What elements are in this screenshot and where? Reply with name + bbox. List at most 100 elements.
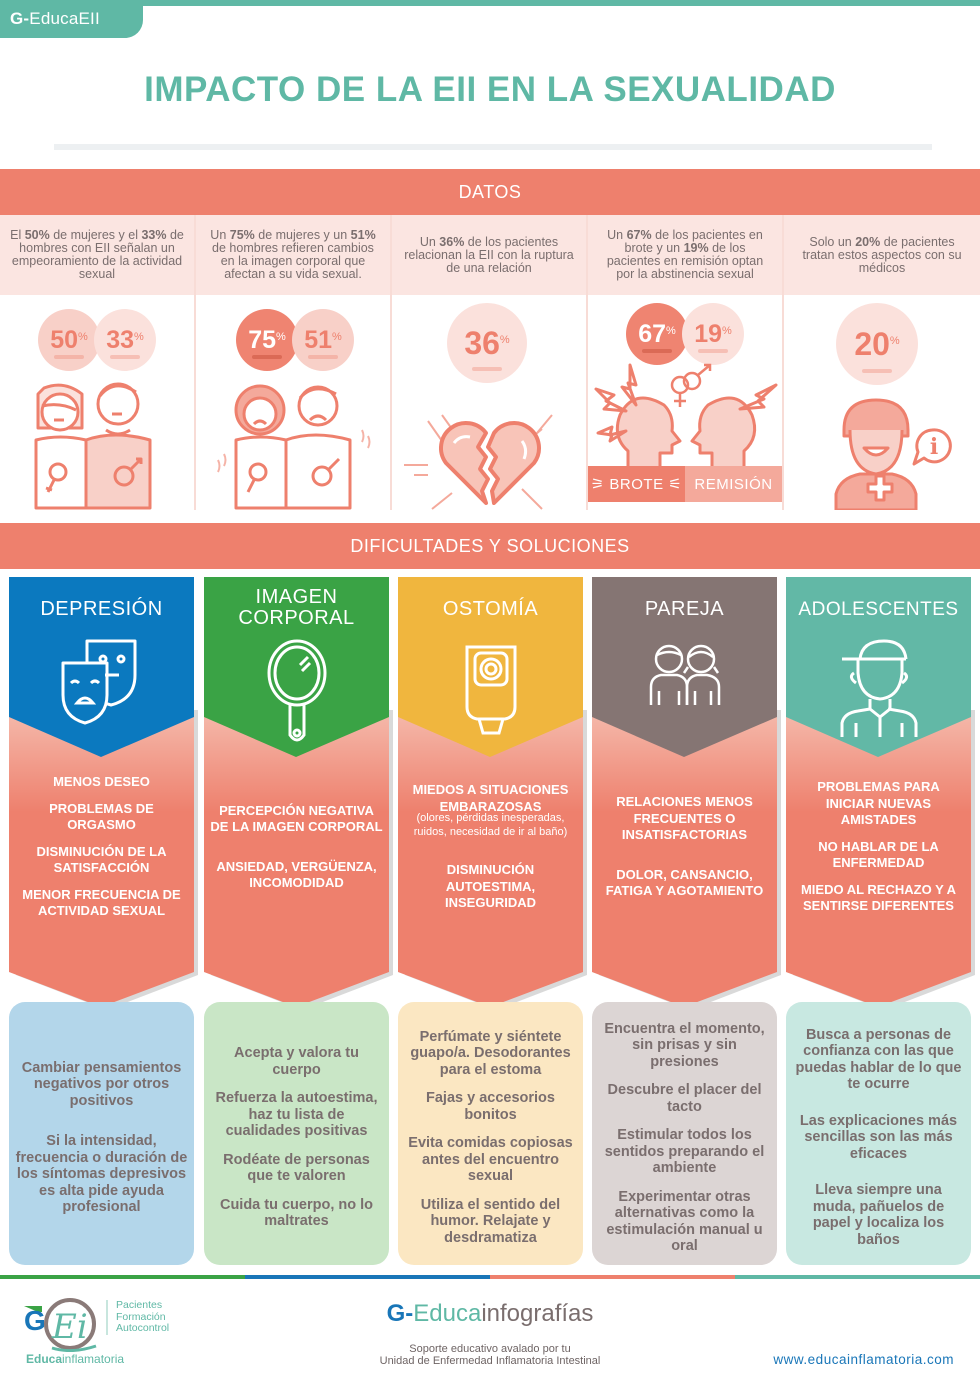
- difficulty-note: (olores, pérdidas inesperadas, ruidos, n…: [413, 812, 568, 839]
- dato-text: El 50% de mujeres y el 33% de hombres co…: [0, 215, 194, 295]
- lightning-dash-icon: ⚟: [663, 476, 683, 493]
- solutions-box: Cambiar pensamientos negativos por otros…: [9, 1002, 194, 1265]
- difficulty-item: MENOR FRECUENCIA DE ACTIVIDAD SEXUAL: [22, 886, 181, 919]
- difficulty-item: ANSIEDAD, VERGÜENZA, INCOMODIDAD: [216, 858, 377, 891]
- card-title: DEPRESIÓN: [40, 598, 163, 620]
- solution-item: Estimular todos los sentidos preparando …: [604, 1127, 765, 1176]
- difficulties-chevron: RELACIONES MENOS FRECUENTES O INSATISFAC…: [592, 707, 781, 1007]
- section-heading-datos: DATOS: [0, 169, 980, 215]
- footer-subtitle: Soporte educativo avalado por tu Unidad …: [379, 1343, 601, 1367]
- dato-item: Un 36% de los pacientes relacionan la EI…: [392, 215, 588, 510]
- solution-item: Utiliza el sentido del humor. Relajate y…: [420, 1196, 561, 1246]
- card-header: IMAGEN CORPORAL: [204, 577, 389, 757]
- solutions-box: Encuentra el momento, sin prisas y sin p…: [592, 1002, 777, 1265]
- difficulty-item: DOLOR, CANSANCIO, FATIGA Y AGOTAMIENTO: [605, 866, 764, 899]
- dato-item: Solo un 20% de pacientes tratan estos as…: [784, 215, 980, 510]
- solution-item: Cuida tu cuerpo, no lo maltrates: [219, 1196, 374, 1230]
- solution-item: Descubre el placer del tacto: [607, 1082, 762, 1115]
- difficulty-item: RELACIONES MENOS FRECUENTES O INSATISFAC…: [616, 794, 753, 843]
- theater-masks-icon: [61, 639, 136, 725]
- difficulty-item: MIEDOS A SITUACIONES EMBARAZOSAS: [412, 782, 569, 814]
- logo-taglines: Pacientes Formación Autocontrol: [106, 1299, 169, 1335]
- card-title: OSTOMÍA: [442, 598, 539, 620]
- two-heads-lightning-icon: [594, 363, 778, 475]
- card-ostomia: MIEDOS A SITUACIONES EMBARAZOSAS (olores…: [398, 577, 587, 1267]
- couple-icon: [649, 644, 720, 705]
- dato-illustration: 75% 51%: [196, 295, 390, 510]
- card-depresion: MENOS DESEO PROBLEMAS DE ORGASMO DISMINU…: [9, 577, 198, 1267]
- dato-illustration: 67% 19% ⚞ BROTE ⚟: [588, 295, 782, 510]
- solution-item: Rodéate de personas que te valoren: [223, 1151, 370, 1185]
- card-header: DEPRESIÓN: [9, 577, 194, 757]
- difficulties-chevron: MIEDOS A SITUACIONES EMBARAZOSAS (olores…: [398, 707, 587, 1007]
- woman-and-man-sad-icon: [217, 384, 371, 510]
- solution-item: Perfúmate y siéntete guapo/a. Desodorant…: [410, 1028, 571, 1078]
- ostomy-bag-icon: [465, 645, 516, 735]
- dato-item: El 50% de mujeres y el 33% de hombres co…: [0, 215, 196, 510]
- difficulty-item: PROBLEMAS DE ORGASMO: [49, 800, 154, 833]
- dato-text: Un 67% de los pacientes en brote y un 19…: [588, 215, 782, 295]
- educainflamatoria-logo-icon: G Ei: [24, 1298, 97, 1352]
- percentage-badge: 36%: [447, 303, 527, 383]
- footer-brand-title: G-Educainfografías: [386, 1300, 594, 1327]
- solution-item: Lleva siempre una muda, pañuelos de pape…: [812, 1182, 945, 1248]
- datos-grid: El 50% de mujeres y el 33% de hombres co…: [0, 215, 980, 510]
- difficulty-item: MIEDO AL RECHAZO Y A SENTIRSE DIFERENTES: [800, 881, 957, 914]
- solution-item: Cambiar pensamientos negativos por otros…: [21, 1059, 182, 1109]
- doctor-info-icon: i: [834, 398, 952, 510]
- card-header: PAREJA: [592, 577, 777, 757]
- top-accent-bar: [0, 0, 980, 6]
- teen-with-cap-icon: [840, 639, 917, 737]
- percentage-badge: 75%: [236, 309, 298, 371]
- percentage-badge: 19%: [682, 303, 744, 365]
- percentage-badge: 20%: [836, 303, 918, 385]
- dato-item: Un 75% de mujeres y un 51% de hombres re…: [196, 215, 392, 510]
- difficulty-item: DISMINUCIÓN DE LA SATISFACCIÓN: [36, 843, 167, 876]
- website-link[interactable]: www.educainflamatoria.com: [773, 1352, 954, 1367]
- difficulty-item: NO HABLAR DE LA ENFERMEDAD: [818, 838, 939, 871]
- solutions-box: Busca a personas de confianza con las qu…: [786, 1002, 971, 1265]
- solution-item: Fajas y accesorios bonitos: [426, 1090, 555, 1123]
- dato-illustration: 50% 33%: [0, 295, 194, 510]
- broken-heart-icon: [404, 414, 553, 510]
- difficulty-item: MENOS DESEO: [53, 774, 150, 790]
- dato-text: Solo un 20% de pacientes tratan estos as…: [784, 215, 980, 295]
- card-title: PAREJA: [644, 598, 725, 620]
- solution-item: Evita comidas copiosas antes del encuent…: [408, 1135, 573, 1185]
- percentage-badge: 50%: [38, 309, 100, 371]
- hand-mirror-icon: [267, 639, 326, 742]
- remision-label: REMISIÓN: [685, 466, 782, 502]
- svg-text:Ei: Ei: [51, 1307, 88, 1347]
- svg-text:G: G: [24, 1305, 46, 1336]
- svg-text:i: i: [930, 434, 938, 460]
- solutions-box: Acepta y valora tu cuerpo Refuerza la au…: [204, 1002, 389, 1265]
- woman-and-man-neutral-icon: [34, 382, 152, 510]
- difficulty-item: PERCEPCIÓN NEGATIVA DE LA IMAGEN CORPORA…: [210, 802, 383, 835]
- percentage-badge: 33%: [94, 309, 156, 371]
- logo-wordmark: Educainflamatoria: [26, 1352, 125, 1366]
- solution-item: Las explicaciones más sencillas son las …: [799, 1112, 958, 1162]
- section-heading-dificultades: DIFICULTADES Y SOLUCIONES: [0, 523, 980, 569]
- percentage-badge: 67%: [626, 303, 688, 365]
- difficulties-chevron: PROBLEMAS PARA INICIAR NUEVAS AMISTADES …: [786, 707, 975, 1007]
- dato-text: Un 36% de los pacientes relacionan la EI…: [392, 215, 586, 295]
- card-header: OSTOMÍA: [398, 577, 583, 757]
- title-divider: [54, 144, 932, 150]
- difficulties-chevron: PERCEPCIÓN NEGATIVA DE LA IMAGEN CORPORA…: [204, 707, 393, 1007]
- difficulty-item: DISMINUCIÓN AUTOESTIMA, INSEGURIDAD: [444, 862, 536, 911]
- percentage-badge: 51%: [292, 309, 354, 371]
- card-title: IMAGEN CORPORAL: [238, 586, 355, 629]
- footer-color-rule: [0, 1275, 980, 1279]
- solution-item: Refuerza la autoestima, haz tu lista de …: [215, 1090, 378, 1140]
- brote-remision-bar: ⚞ BROTE ⚟ REMISIÓN: [588, 466, 782, 502]
- difficulty-item: PROBLEMAS PARA INICIAR NUEVAS AMISTADES: [817, 779, 940, 828]
- card-imagen-corporal: PERCEPCIÓN NEGATIVA DE LA IMAGEN CORPORA…: [204, 577, 393, 1267]
- solution-item: Encuentra el momento, sin prisas y sin p…: [604, 1020, 765, 1070]
- solution-item: Acepta y valora tu cuerpo: [234, 1045, 359, 1078]
- card-title: ADOLESCENTES: [798, 599, 959, 620]
- brote-label: ⚞ BROTE ⚟: [588, 466, 685, 502]
- dato-illustration: 20% i: [784, 295, 980, 510]
- dato-text: Un 75% de mujeres y un 51% de hombres re…: [196, 215, 390, 295]
- solution-item: Busca a personas de confianza con las qu…: [795, 1026, 962, 1093]
- lightning-dash-icon: ⚞: [590, 476, 610, 493]
